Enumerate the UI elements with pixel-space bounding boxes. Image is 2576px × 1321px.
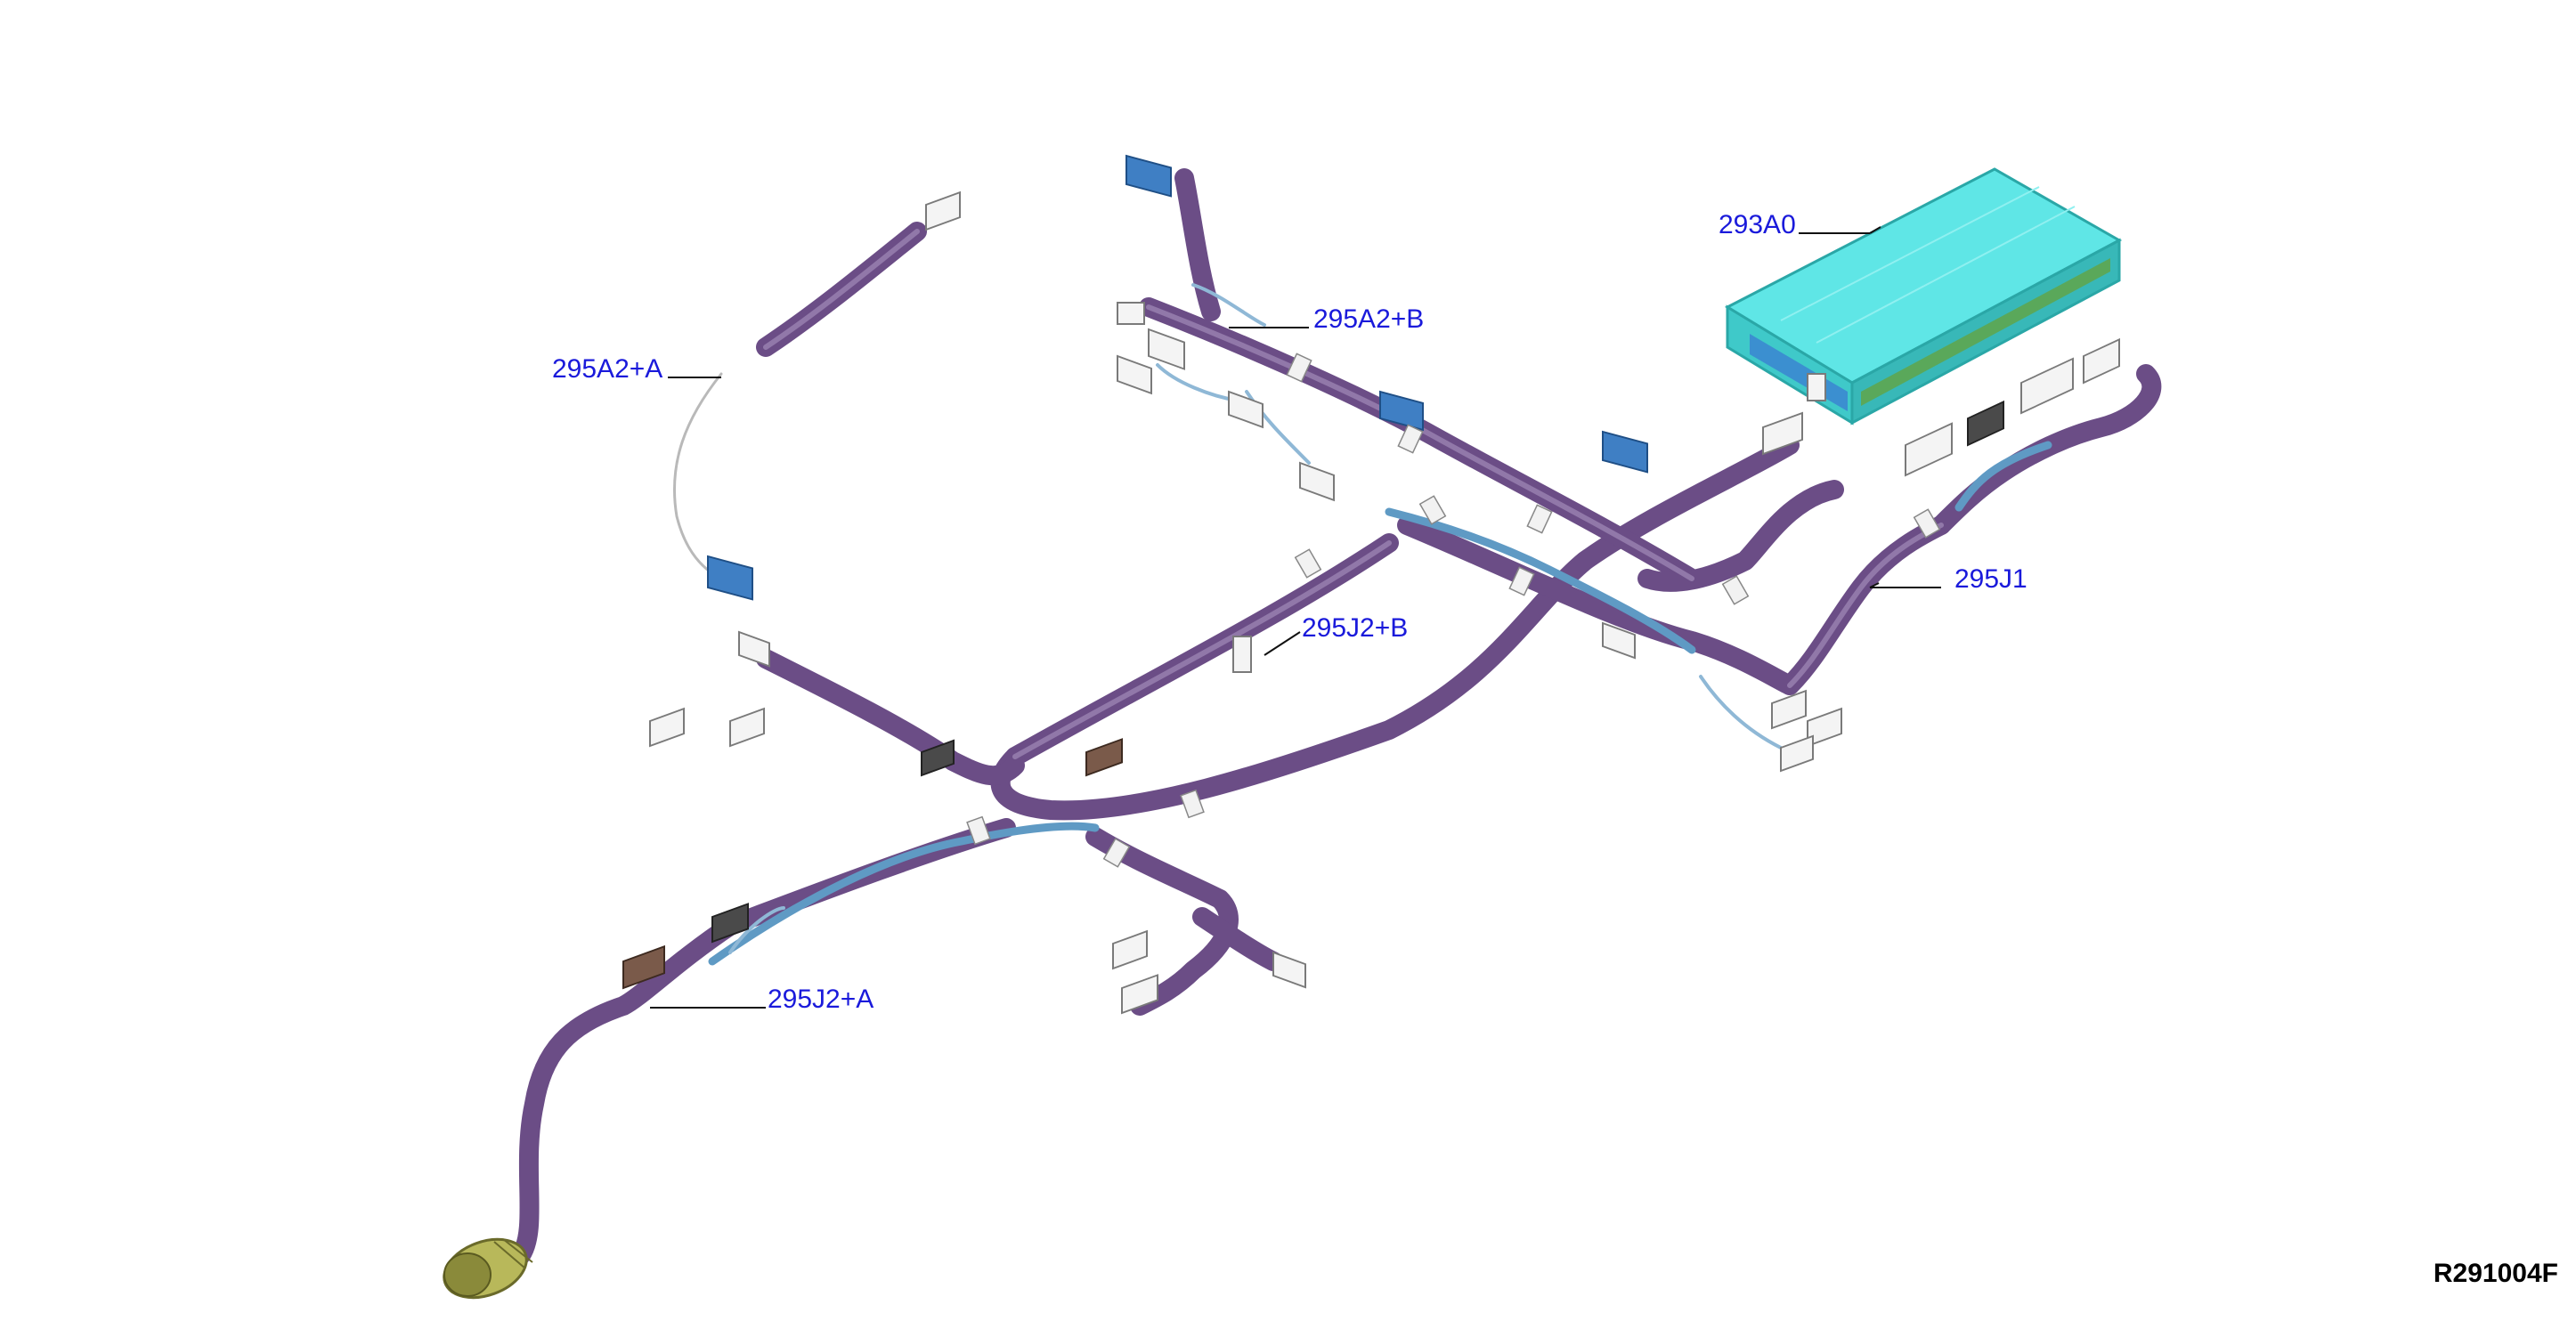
figure-id: R291004F (2433, 1259, 2558, 1288)
control-module-293A0 (1724, 167, 2123, 425)
label-295J1: 295J1 (1954, 564, 2027, 594)
blue-sub-harness (708, 283, 2052, 966)
label-295A2A: 295A2+A (552, 354, 662, 384)
label-293A0: 293A0 (1719, 210, 1796, 239)
thin-wire-295A2A (673, 372, 723, 580)
grommet-connector (443, 1237, 533, 1300)
label-295A2B: 295A2+B (1313, 304, 1424, 334)
harness-clips (966, 353, 1941, 868)
connectors (622, 154, 2120, 1015)
leader-lines (650, 226, 1941, 1009)
label-295J2B: 295J2+B (1302, 613, 1408, 643)
label-295J2A: 295J2+A (768, 985, 874, 1014)
